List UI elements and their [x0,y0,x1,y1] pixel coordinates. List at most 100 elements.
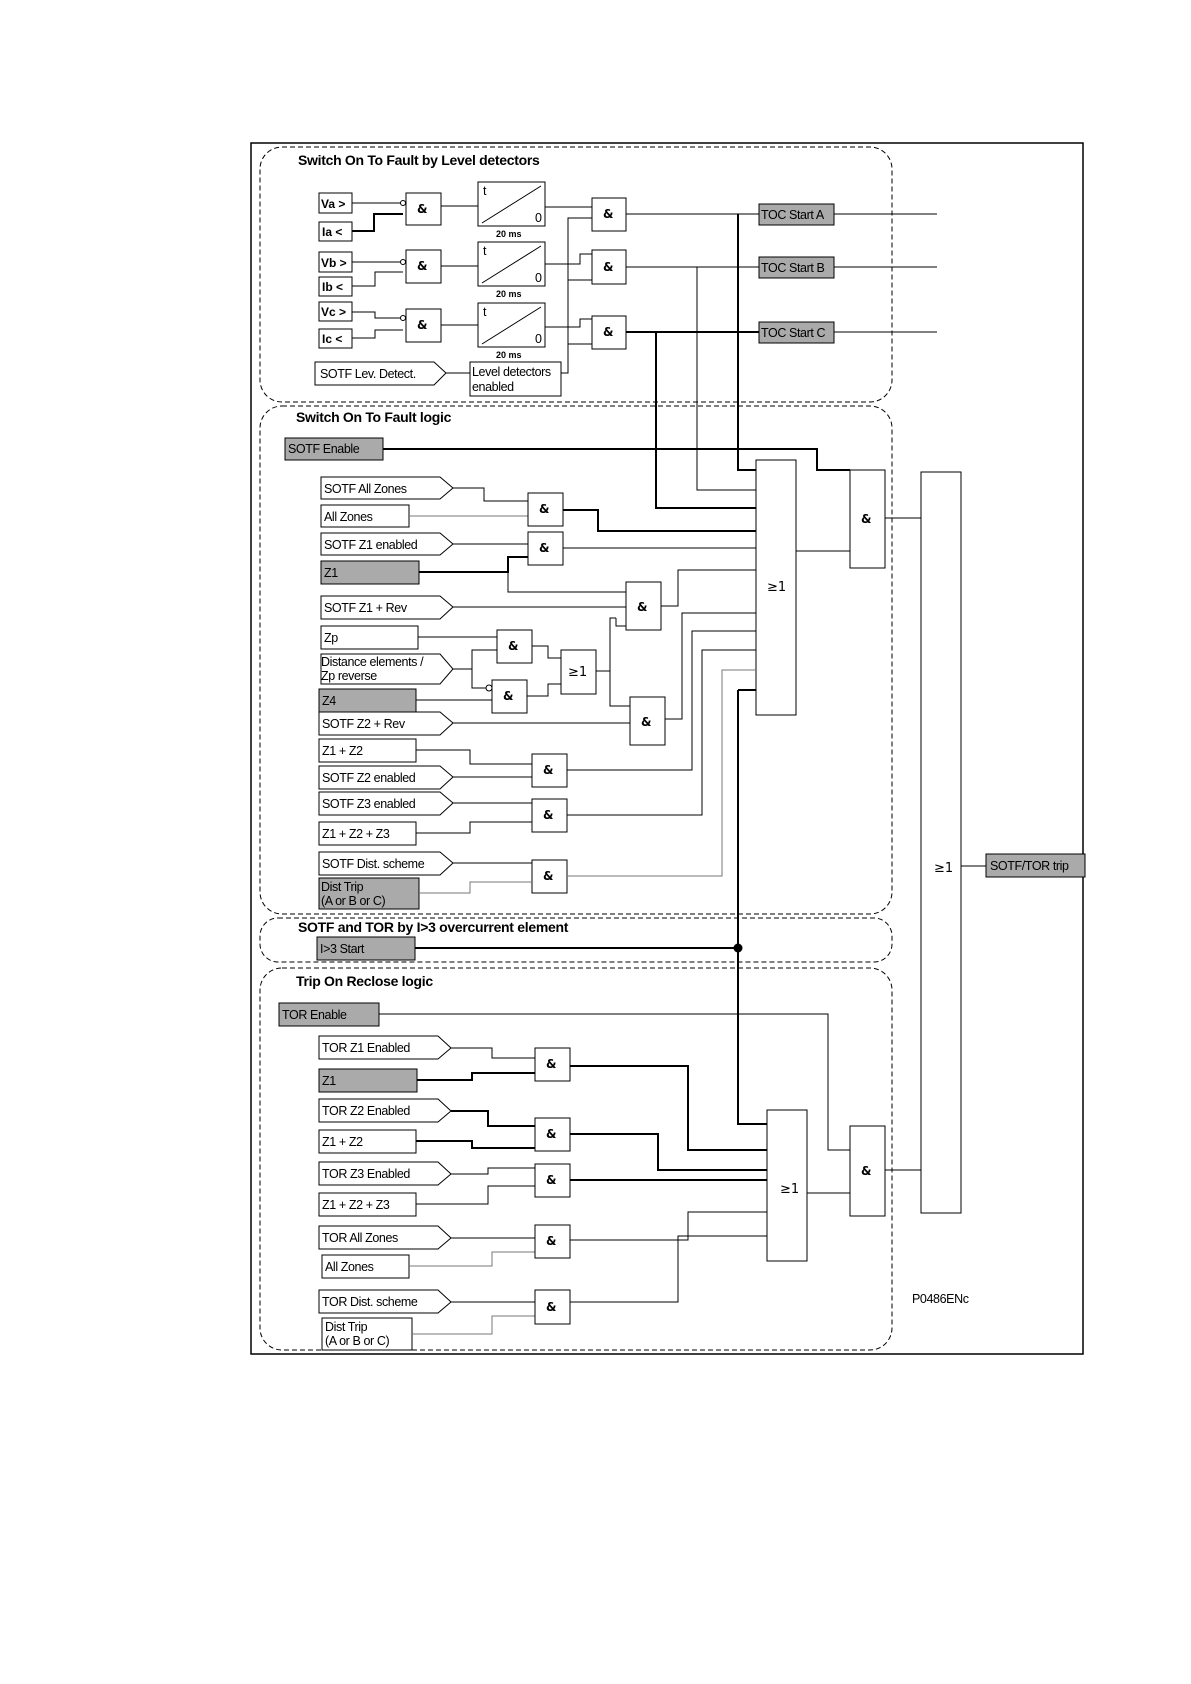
svg-text:All Zones: All Zones [325,1260,374,1274]
svg-text:t: t [483,184,487,198]
and-gate-sotf-z1-rev [625,581,662,631]
svg-text:&: & [417,318,427,332]
svg-text:&: & [637,600,647,614]
svg-text:0: 0 [535,271,542,285]
svg-text:Z4: Z4 [322,694,336,708]
sotf-dist-rev-input [320,653,454,685]
svg-text:Dist Trip: Dist Trip [321,880,364,894]
sotf-z3-enabled-input [318,791,454,816]
svg-text:I>3 Start: I>3 Start [320,942,365,956]
section-title-logic: Switch On To Fault logic [296,409,452,425]
and-gate-tor-z3 [534,1163,571,1198]
section-title-tor: Trip On Reclose logic [296,973,433,989]
ic-label: Ic < [322,332,342,346]
vc-label: Vc > [321,305,346,319]
sotf-z2-rev-input [318,711,454,736]
svg-text:TOR Z2 Enabled: TOR Z2 Enabled [322,1104,410,1118]
svg-text:SOTF Z1 + Rev: SOTF Z1 + Rev [324,601,408,615]
svg-text:&: & [603,325,613,339]
and-gate-tor-enable [849,1125,886,1217]
and-gate-level-a [591,197,627,232]
svg-text:&: & [539,541,549,555]
svg-text:TOC Start B: TOC Start B [761,261,825,275]
and-gate-zp [496,629,533,664]
svg-text:enabled: enabled [472,380,514,394]
and-gate-level-b [591,249,627,285]
and-gate-sotf-enable [849,469,886,569]
svg-text:Z1: Z1 [324,566,338,580]
svg-text:TOR Z1 Enabled: TOR Z1 Enabled [322,1041,410,1055]
section-title-overcurrent: SOTF and TOR by I>3 overcurrent element [298,919,569,935]
svg-text:TOR Z3 Enabled: TOR Z3 Enabled [322,1167,410,1181]
level-detector-phase-b: Vb > Ib < & t 0 20 ms [318,241,592,299]
svg-text:&: & [641,715,651,729]
and-gate-level-c [591,315,627,350]
svg-text:SOTF Z3 enabled: SOTF Z3 enabled [322,797,416,811]
svg-text:SOTF Z1 enabled: SOTF Z1 enabled [324,538,418,552]
svg-text:Z1 + Z2: Z1 + Z2 [322,744,363,758]
section-level-box [259,146,893,403]
svg-text:(A or B or C): (A or B or C) [321,894,385,908]
or-gate-final [920,471,962,1214]
svg-text:&: & [603,260,613,274]
svg-text:&: & [546,1300,556,1314]
and-gate-c [405,308,442,343]
and-gate-tor-dist [534,1289,571,1325]
tor-all-zones-input [318,1225,452,1250]
svg-text:0: 0 [535,332,542,346]
svg-text:Level detectors: Level detectors [472,365,551,379]
svg-text:&: & [543,763,553,777]
svg-text:&: & [543,869,553,883]
svg-text:Dist Trip: Dist Trip [325,1320,368,1334]
svg-text:Z1 + Z2 + Z3: Z1 + Z2 + Z3 [322,1198,390,1212]
svg-text:&: & [417,259,427,273]
svg-text:&: & [546,1057,556,1071]
and-gate-a [405,192,442,226]
svg-text:All Zones: All Zones [324,510,373,524]
tor-dist-trip-signal [321,1317,413,1351]
and-gate-tor-z1 [534,1047,571,1082]
tor-z1-enabled-input [318,1035,452,1060]
svg-text:SOTF/TOR trip: SOTF/TOR trip [990,859,1069,873]
va-label: Va > [321,197,345,211]
svg-text:Zp reverse: Zp reverse [321,669,377,683]
svg-text:&: & [546,1127,556,1141]
svg-text:&: & [603,207,613,221]
svg-text:0: 0 [535,211,542,225]
svg-text:20 ms: 20 ms [496,350,522,360]
svg-text:&: & [417,202,427,216]
svg-text:&: & [861,512,871,526]
level-detector-phase-a: Va > Ia < & t 0 20 ms [318,181,592,242]
sotf-z1-enabled-input [320,532,454,556]
svg-text:Zp: Zp [324,631,338,645]
svg-text:t: t [483,305,487,319]
svg-text:20 ms: 20 ms [496,229,522,239]
svg-text:≥1: ≥1 [934,861,953,876]
sotf-z1-rev-input [320,595,454,620]
svg-text:&: & [861,1164,871,1178]
or-gate-zp [560,649,597,695]
sotf-dist-scheme-input [318,851,454,876]
svg-text:≥1: ≥1 [568,665,587,680]
svg-text:≥1: ≥1 [780,1182,799,1197]
ia-label: Ia < [322,225,342,239]
section-tor-box [259,967,893,1351]
sotf-dist-trip-signal [318,877,420,910]
or-gate-sotf [755,459,797,716]
svg-text:&: & [503,689,513,703]
svg-text:SOTF Z2 enabled: SOTF Z2 enabled [322,771,416,785]
outer-frame [250,142,1084,1355]
section-overcurrent-box [259,917,893,963]
svg-text:&: & [508,639,518,653]
sotf-lev-detect-input [314,361,447,386]
and-gate-sotf-z2-rev [629,696,666,746]
svg-text:SOTF Enable: SOTF Enable [288,442,360,456]
svg-text:Z1 + Z2 + Z3: Z1 + Z2 + Z3 [322,827,390,841]
sotf-all-zones-input [320,476,454,500]
vb-label: Vb > [321,256,347,270]
svg-text:&: & [546,1173,556,1187]
svg-text:SOTF All Zones: SOTF All Zones [324,482,407,496]
svg-text:TOR Enable: TOR Enable [282,1008,347,1022]
sotf-tor-trip-output [985,853,1086,878]
